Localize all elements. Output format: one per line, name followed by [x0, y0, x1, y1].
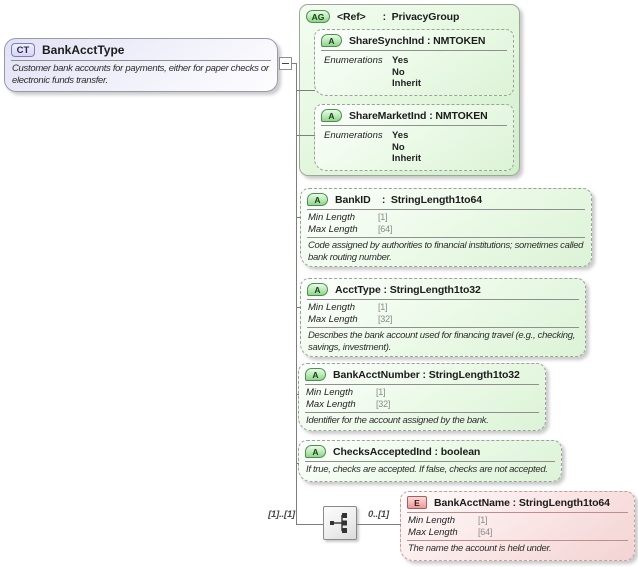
connector-line — [296, 394, 299, 395]
facet-value: [64] — [478, 526, 493, 537]
attribute-badge: A — [307, 283, 328, 296]
collapse-toggle-icon[interactable] — [279, 57, 292, 70]
connector-line — [357, 524, 401, 525]
facet-value: [1] — [378, 302, 388, 312]
facet-label: Min Length — [306, 387, 354, 398]
attribute-title: ShareMarketInd : NMTOKEN — [349, 109, 488, 122]
facet-value: [1] — [376, 387, 386, 397]
enum-value: No — [392, 141, 405, 153]
attribute-node-accttype[interactable]: A AcctType : StringLength1to32 Min Lengt… — [300, 278, 586, 357]
enumerations-label: Enumerations — [324, 130, 383, 141]
attribute-title: AcctType : StringLength1to32 — [335, 283, 481, 296]
connector-line — [296, 90, 315, 91]
cardinality-label: [1]..[1] — [268, 509, 295, 520]
connector-line — [292, 63, 297, 64]
facet-value: [1] — [478, 515, 488, 525]
attribute-badge: A — [305, 368, 326, 381]
complextype-annotation: Customer bank accounts for payments, eit… — [12, 63, 269, 86]
divider — [407, 540, 628, 541]
sequence-compositor-icon[interactable] — [323, 506, 357, 540]
attributegroup-title: <Ref> : PrivacyGroup — [337, 10, 460, 23]
divider — [307, 299, 579, 300]
element-badge: E — [407, 496, 427, 509]
attribute-badge: A — [307, 193, 328, 206]
attribute-node-bankacctnumber[interactable]: A BankAcctNumber : StringLength1to32 Min… — [298, 363, 546, 431]
facet-value: [32] — [376, 398, 391, 409]
divider — [307, 237, 585, 238]
attribute-title: ShareSynchInd : NMTOKEN — [349, 34, 486, 47]
facet-label: Max Length — [306, 398, 356, 410]
enum-value: Yes — [392, 130, 409, 141]
divider — [305, 461, 555, 462]
attribute-node-sharesynchind[interactable]: A ShareSynchInd : NMTOKEN Enumerations Y… — [314, 29, 514, 96]
attribute-title: BankAcctNumber : StringLength1to32 — [333, 368, 520, 381]
connector-line — [296, 217, 301, 218]
divider — [321, 125, 507, 126]
connector-trunk-line — [296, 63, 297, 525]
divider — [307, 209, 585, 210]
facet-value: [1] — [378, 212, 388, 222]
attribute-badge: A — [321, 34, 342, 47]
enum-value: Yes — [392, 55, 409, 66]
attribute-annotation: If true, checks are accepted. If false, … — [306, 464, 548, 475]
enum-value: Inherit — [392, 153, 422, 164]
divider — [305, 412, 539, 413]
attribute-node-sharemarketind[interactable]: A ShareMarketInd : NMTOKEN Enumerations … — [314, 104, 514, 171]
divider — [11, 60, 271, 61]
element-title: BankAcctName : StringLength1to64 — [434, 496, 610, 509]
element-annotation: The name the account is held under. — [408, 543, 552, 554]
divider — [321, 50, 507, 51]
connector-line — [296, 463, 299, 464]
complextype-badge: CT — [11, 43, 35, 57]
attribute-annotation: Code assigned by authorities to financia… — [308, 240, 584, 263]
enumerations-label: Enumerations — [324, 55, 383, 66]
attributegroup-badge: AG — [306, 10, 330, 23]
divider — [307, 327, 579, 328]
divider — [407, 512, 628, 513]
attribute-node-bankid[interactable]: A BankID : StringLength1to64 Min Length … — [300, 188, 592, 267]
attribute-node-checksacceptedind[interactable]: A ChecksAcceptedInd : boolean If true, c… — [298, 440, 562, 482]
facet-label: Max Length — [408, 526, 458, 538]
attribute-title: ChecksAcceptedInd : boolean — [333, 445, 481, 458]
attribute-badge: A — [321, 109, 342, 122]
sequence-icon — [330, 513, 347, 533]
attribute-title: BankID : StringLength1to64 — [335, 193, 482, 206]
connector-line — [296, 307, 301, 308]
attribute-annotation: Identifier for the account assigned by t… — [306, 415, 489, 426]
facet-label: Min Length — [308, 212, 356, 223]
attribute-annotation: Describes the bank account used for fina… — [308, 330, 576, 353]
attributegroup-node-privacygroup[interactable]: AG <Ref> : PrivacyGroup A ShareSynchInd … — [299, 4, 520, 176]
complextype-node-bankaccttype[interactable]: CT BankAcctType Customer bank accounts f… — [4, 38, 278, 92]
complextype-name: BankAcctType — [42, 43, 125, 57]
facet-value: [64] — [378, 223, 393, 234]
enum-value: No — [392, 66, 405, 78]
attribute-badge: A — [305, 445, 326, 458]
facet-value: [32] — [378, 313, 393, 324]
facet-label: Min Length — [308, 302, 356, 313]
minus-icon — [282, 63, 289, 64]
facet-label: Min Length — [408, 515, 456, 526]
facet-label: Max Length — [308, 313, 358, 325]
connector-line — [296, 524, 323, 525]
enum-value: Inherit — [392, 78, 422, 89]
cardinality-label: 0..[1] — [368, 509, 389, 520]
divider — [305, 384, 539, 385]
element-node-bankacctname[interactable]: E BankAcctName : StringLength1to64 Min L… — [400, 491, 635, 561]
connector-line — [296, 135, 315, 136]
facet-label: Max Length — [308, 223, 358, 235]
